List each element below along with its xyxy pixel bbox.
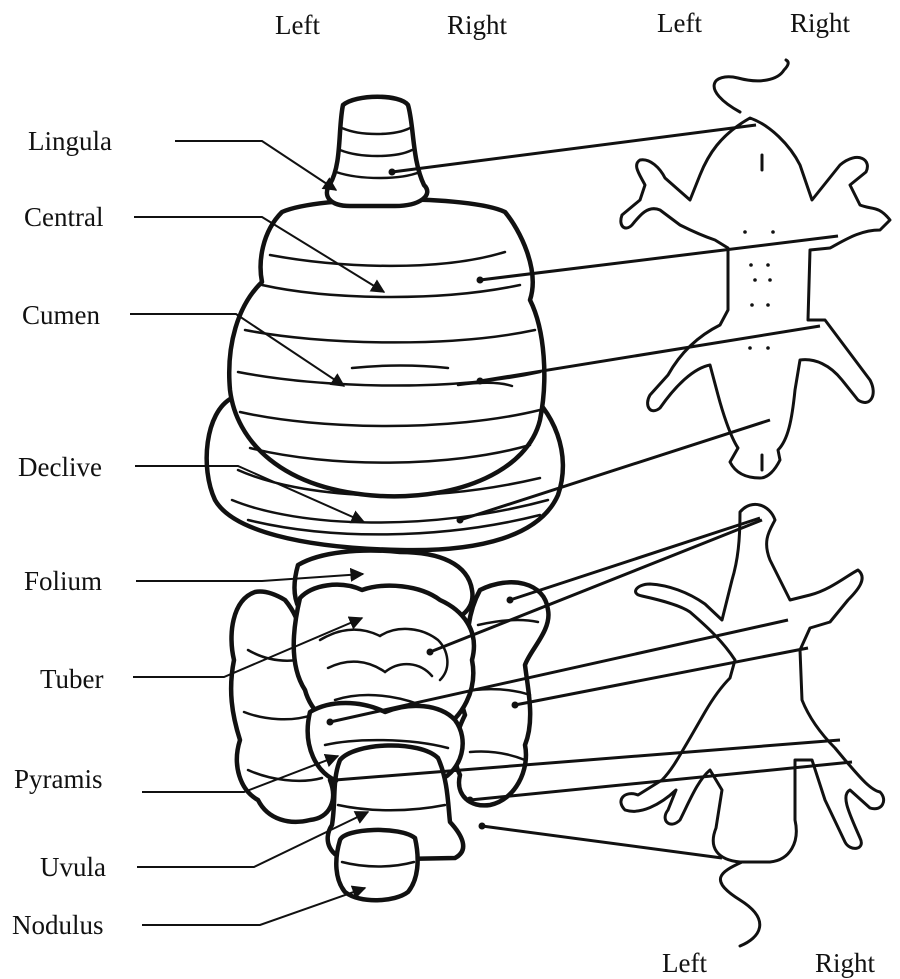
label-pyramis: Pyramis <box>14 764 103 794</box>
top-right-heading: Right <box>447 10 508 40</box>
label-declive: Declive <box>18 452 102 482</box>
animal-right-heading: Right <box>790 8 851 38</box>
label-cumen: Cumen <box>22 300 100 330</box>
label-lingula: Lingula <box>28 126 112 156</box>
posterior-animal-figure <box>621 504 884 862</box>
anterior-body-map <box>621 60 890 478</box>
animal-left-heading: Left <box>657 8 702 38</box>
label-nodulus: Nodulus <box>12 910 104 940</box>
bottom-left-heading: Left <box>662 948 707 978</box>
label-central: Central <box>24 202 103 232</box>
bottom-right-heading: Right <box>815 948 876 978</box>
label-tuber: Tuber <box>40 664 104 694</box>
top-left-heading: Left <box>275 10 320 40</box>
posterior-body-map <box>621 504 884 946</box>
label-folium: Folium <box>24 566 102 596</box>
label-uvula: Uvula <box>40 852 106 882</box>
